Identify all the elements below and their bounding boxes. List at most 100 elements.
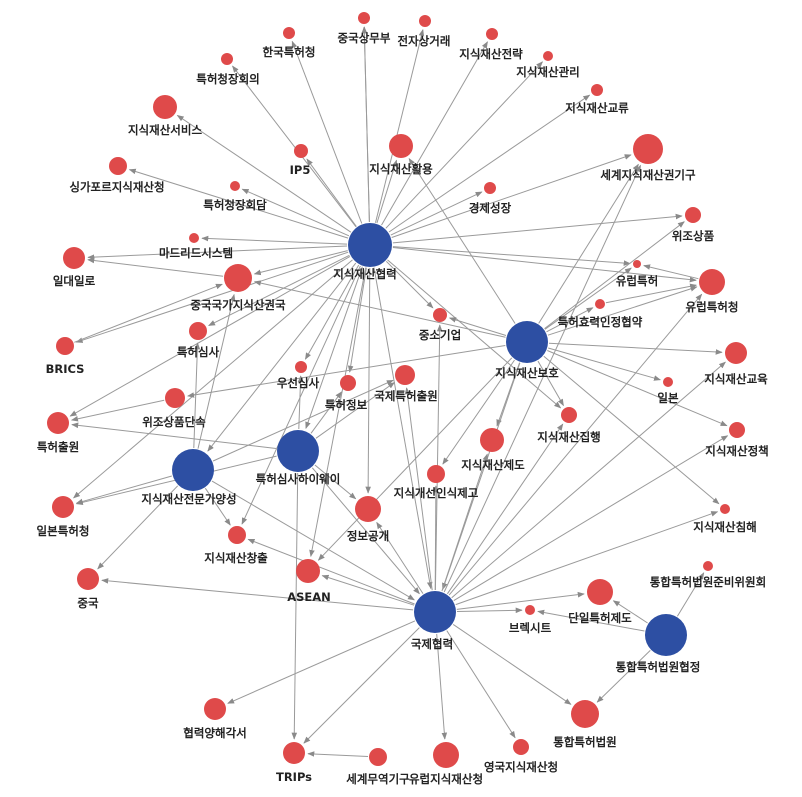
node-circle: [595, 299, 605, 309]
node-circle: [587, 579, 613, 605]
edge-c1-n24: [75, 251, 349, 343]
node-circle: [340, 375, 356, 391]
edge-c5-n50: [446, 630, 516, 739]
edge-c5-n11: [443, 164, 641, 593]
edge-c1-n6: [232, 65, 357, 228]
edge-c5-n33: [453, 435, 729, 602]
edge-c5-n38: [376, 521, 424, 594]
node-n8: 지식재산서비스: [128, 95, 202, 137]
edge-c6-n40: [676, 572, 705, 617]
edge-c1-n23: [208, 254, 350, 327]
node-label: 싱가포르지식재산청: [69, 180, 164, 194]
node-n7: 지식재산교류: [565, 84, 629, 115]
edge-c1-n13: [241, 188, 350, 237]
node-label: 특허정보: [325, 398, 368, 412]
node-label: 지식재산제도: [461, 458, 525, 472]
node-n47: TRIPs: [276, 742, 312, 784]
node-circle: [296, 559, 320, 583]
node-label: 특허청장회담: [203, 198, 267, 212]
node-circle: [77, 568, 99, 590]
edge-c1-c3: [305, 266, 363, 429]
hub-node-c6: 통합특허법원협정: [616, 614, 700, 674]
edge-c5-n46: [452, 623, 572, 705]
edge-c1-n14: [390, 191, 483, 236]
node-n19: 중국국가지식산권국: [190, 264, 286, 312]
node-circle: [395, 365, 415, 385]
node-circle: [189, 322, 207, 340]
node-n28: 일본: [657, 377, 679, 405]
node-label: IP5: [290, 163, 311, 177]
edge-c1-n18: [392, 246, 631, 266]
node-circle: [277, 430, 319, 472]
node-n37: 지식재산침해: [693, 504, 757, 534]
edge-c5-n32: [446, 423, 564, 595]
edge-c5-n37: [455, 511, 719, 606]
node-label: 영국지식재산청: [484, 760, 558, 774]
node-n16: 마드리드시스템: [159, 233, 233, 260]
node-label: 국제협력: [411, 637, 453, 651]
edge-c1-n9: [376, 159, 398, 224]
edge-c4-c5: [211, 480, 415, 601]
edge-c1-n31: [69, 255, 351, 417]
node-circle: [153, 95, 177, 119]
node-n20: 유럽특허청: [686, 269, 738, 314]
edge-c1-n20: [392, 247, 697, 283]
node-n21: 특허효력인정협약: [558, 299, 643, 329]
edge-c5-n39: [247, 538, 415, 605]
node-circle: [348, 223, 392, 267]
edge-c2-n20: [547, 286, 698, 336]
node-circle: [63, 247, 85, 269]
node-n32: 지식재산집행: [537, 407, 601, 444]
node-circle: [663, 377, 673, 387]
node-label: 지식재산활용: [369, 162, 433, 176]
edge-n20-n18: [643, 264, 699, 280]
edge-c3-n38: [314, 464, 357, 500]
edge-n24-n19: [74, 283, 223, 343]
node-n38: 정보공개: [347, 496, 389, 543]
node-circle: [204, 698, 226, 720]
node-n31: 특허출원: [37, 412, 79, 454]
edge-c2-c5: [442, 362, 521, 590]
node-n27: 국제특허출원: [374, 365, 438, 403]
edge-c5-n22: [434, 324, 443, 591]
edge-c2-n35: [442, 359, 515, 465]
edge-c1-n26: [304, 264, 360, 360]
node-circle: [685, 207, 701, 223]
node-label: 통합특허법원: [553, 735, 616, 749]
node-n46: 통합특허법원: [553, 700, 617, 749]
node-circle: [172, 449, 214, 491]
node-n44: 브렉시트: [509, 605, 552, 635]
edge-c1-n39: [241, 265, 361, 525]
edge-c6-n44: [537, 609, 645, 632]
edge-c3-c5: [311, 467, 420, 595]
edge-layer: [69, 26, 729, 757]
node-n39: 지식재산창출: [204, 526, 268, 565]
node-n24: BRICS: [46, 337, 85, 376]
node-label: 지식재산교육: [704, 372, 768, 386]
node-n36: 일본특허청: [37, 496, 89, 538]
edge-c6-n46: [596, 650, 651, 703]
node-label: 한국특허청: [263, 45, 316, 59]
node-n3: 전자상거래: [398, 15, 450, 48]
node-label: 특허심사: [177, 345, 220, 359]
edge-c1-n10: [306, 158, 357, 227]
edge-c2-n30: [187, 345, 506, 398]
edge-c1-c5: [373, 267, 433, 590]
edge-c2-n15: [544, 221, 685, 329]
node-n9: 지식재산활용: [369, 134, 433, 176]
node-n4: 지식재산전략: [459, 28, 523, 61]
node-circle: [729, 422, 745, 438]
node-circle: [56, 337, 74, 355]
edge-c1-n12: [128, 168, 349, 239]
node-n2: 중국상무부: [338, 12, 391, 45]
node-n49: 유럽지식재산청: [409, 742, 483, 786]
node-label: 중국: [77, 596, 99, 610]
node-label: BRICS: [46, 362, 85, 376]
edge-c5-n25: [451, 361, 726, 599]
node-circle: [561, 407, 577, 423]
node-label: 지식재산정책: [705, 444, 768, 458]
node-circle: [228, 526, 246, 544]
edge-c1-n17: [87, 245, 348, 260]
hub-node-c3: 특허심사하이웨이: [256, 430, 340, 486]
